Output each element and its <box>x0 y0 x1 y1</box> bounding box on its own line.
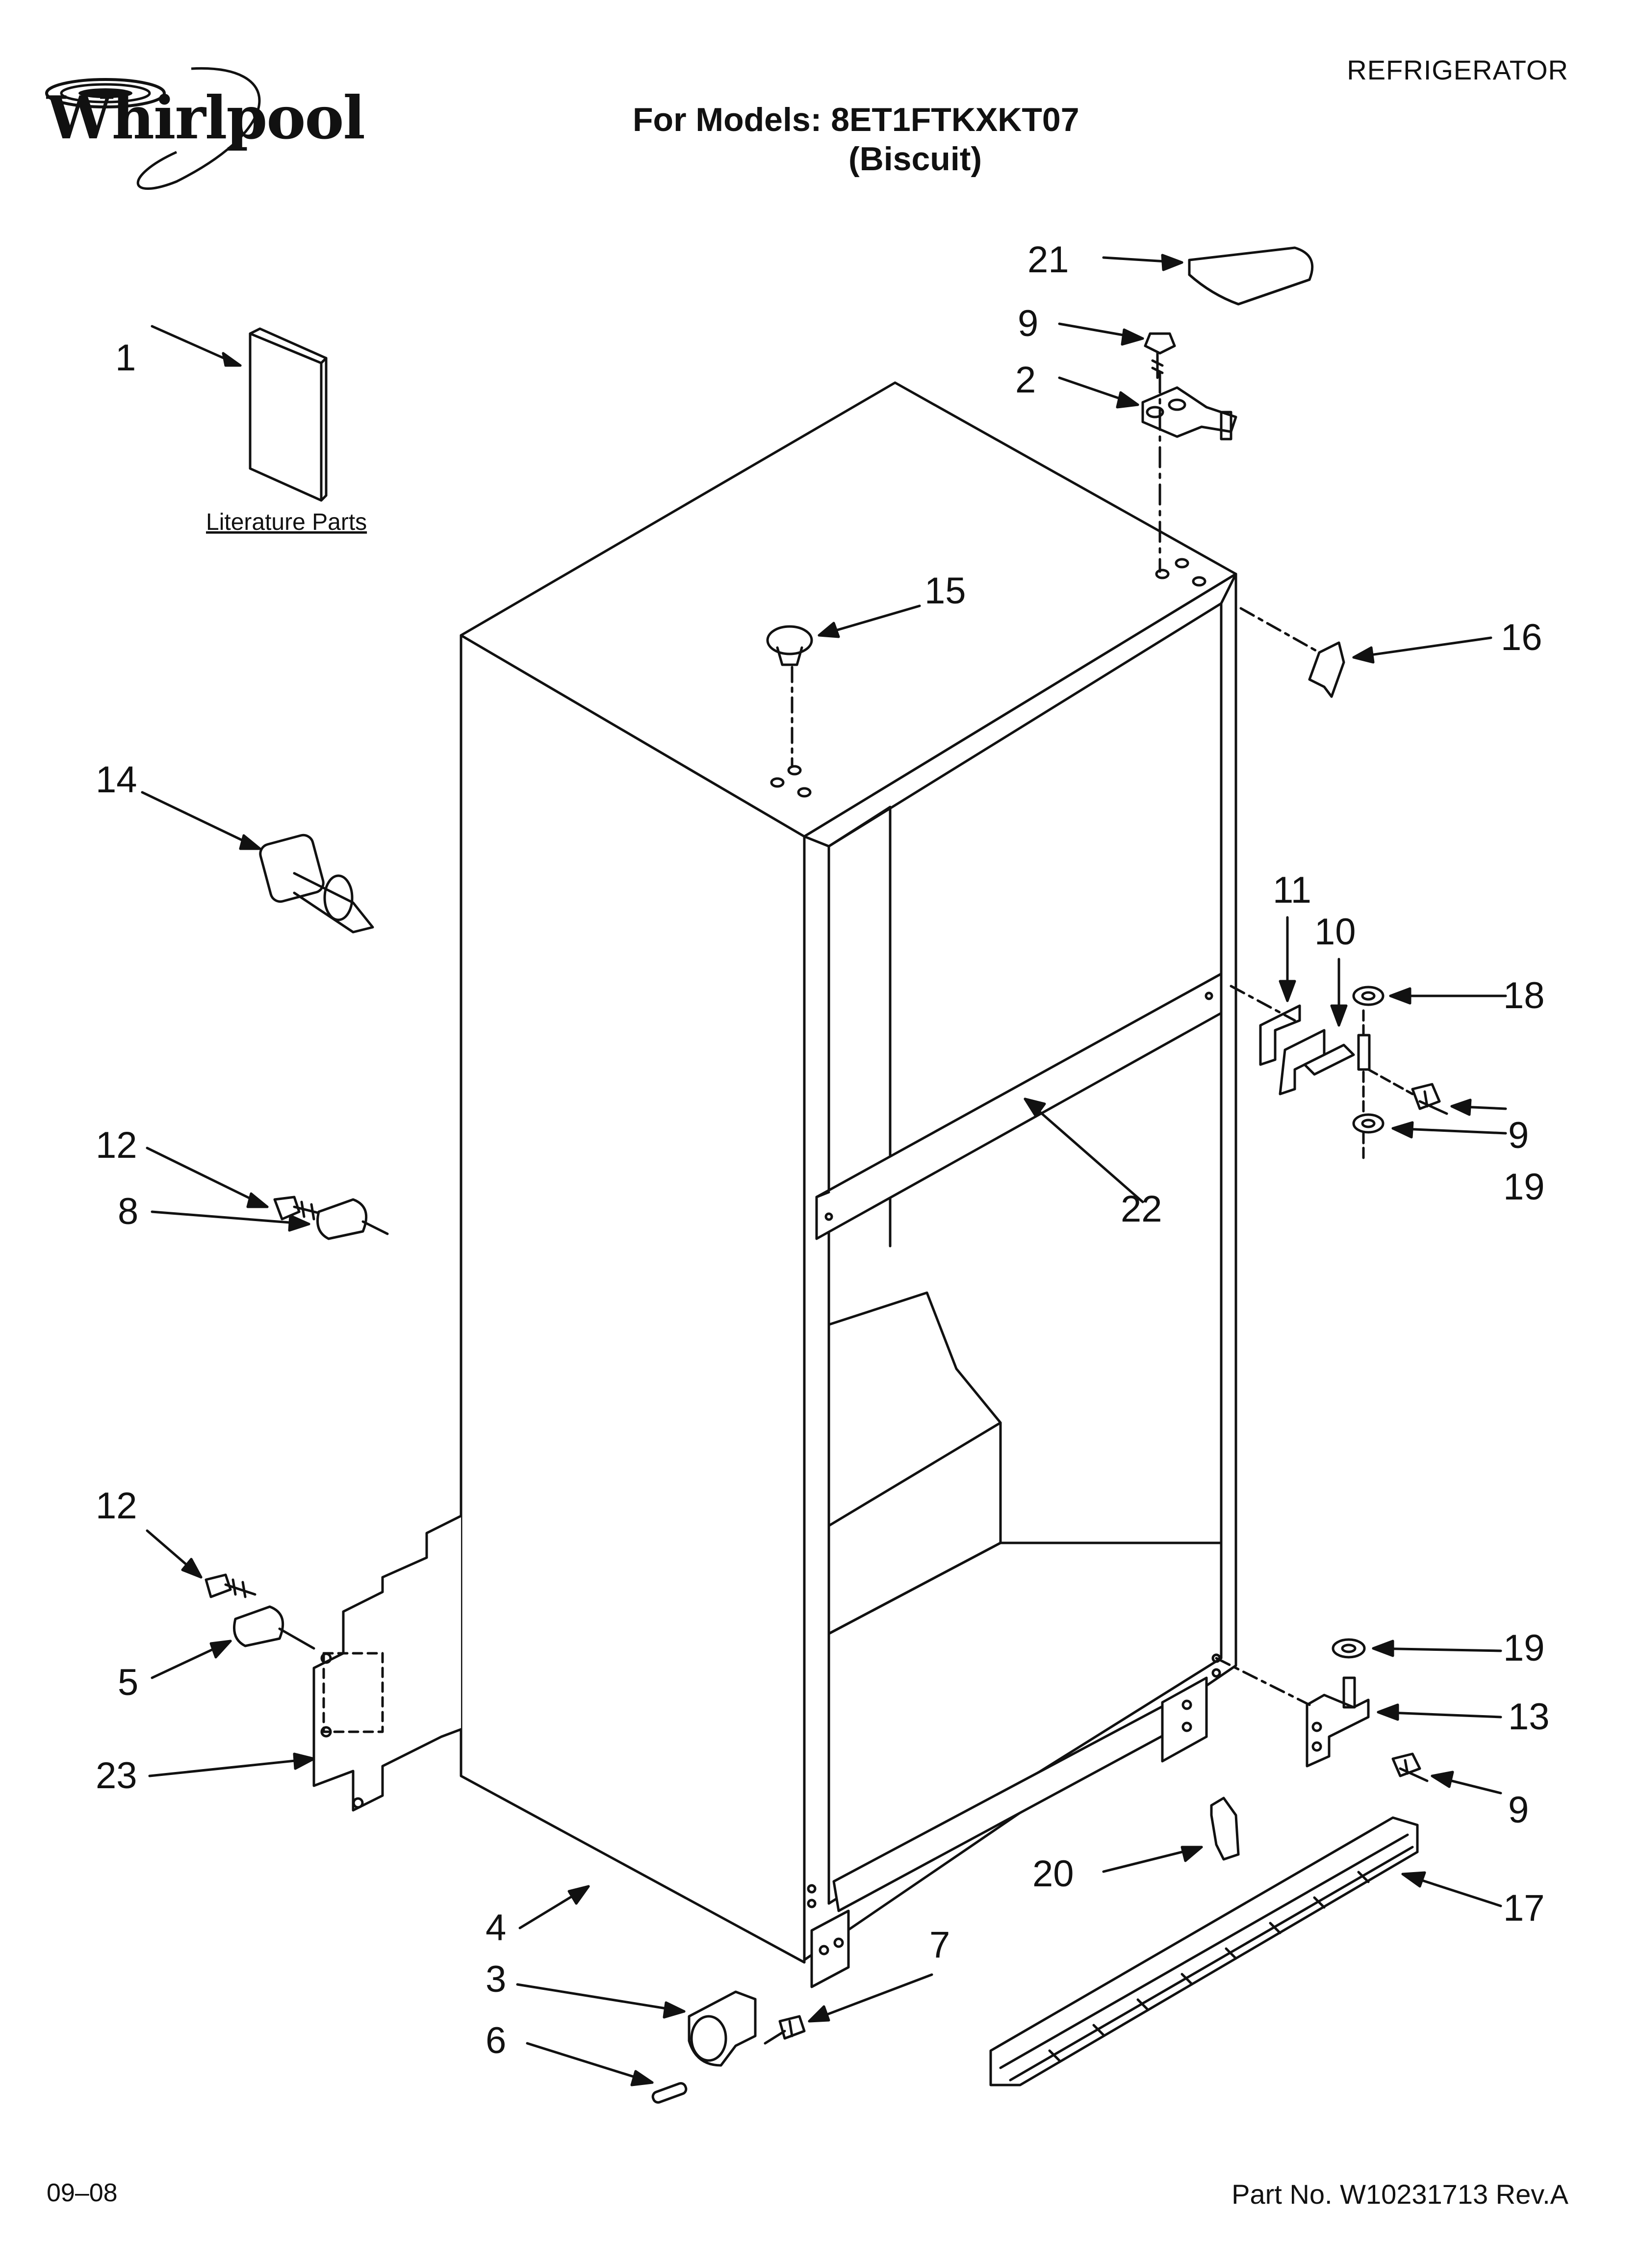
category-label: REFRIGERATOR <box>1347 54 1568 85</box>
leveling-bracket <box>688 1990 757 2067</box>
callout-18: 18 <box>1503 975 1545 1017</box>
callout-4: 4 <box>486 1907 506 1949</box>
revision-date: 09–08 <box>47 2179 118 2207</box>
callout-9-bottom: 9 <box>1508 1789 1529 1831</box>
callout-12-lower: 12 <box>96 1485 137 1527</box>
callout-9-top: 9 <box>1018 303 1038 344</box>
callout-22: 22 <box>1121 1188 1162 1230</box>
callout-20: 20 <box>1032 1853 1074 1895</box>
screw-and-clamp-upper <box>273 1196 389 1240</box>
washer-19-lower <box>1332 1638 1366 1659</box>
callout-13: 13 <box>1508 1696 1550 1738</box>
middle-hinge <box>1259 1004 1371 1095</box>
model-line: For Models: 8ET1FTKXKT07 <box>633 101 1079 138</box>
callout-23: 23 <box>96 1755 137 1797</box>
top-side-clip <box>1308 641 1345 698</box>
bottom-hinge <box>1306 1676 1370 1768</box>
whirlpool-logo-icon <box>29 54 304 204</box>
callout-15: 15 <box>924 570 966 612</box>
callout-21: 21 <box>1027 239 1069 281</box>
top-hinge <box>1141 386 1237 441</box>
callout-9-middle: 9 <box>1508 1115 1529 1156</box>
door-stop <box>259 834 374 934</box>
callout-19-lower: 19 <box>1503 1627 1545 1669</box>
leader-lines <box>141 254 1507 2086</box>
grille-clip <box>1210 1797 1240 1861</box>
rear-bracket <box>312 1514 462 1812</box>
toe-grille <box>989 1816 1419 2086</box>
callout-8: 8 <box>118 1191 138 1232</box>
brand-name: Whirlpool <box>47 83 365 153</box>
callout-10: 10 <box>1314 911 1356 953</box>
callout-5: 5 <box>118 1662 138 1703</box>
callout-6: 6 <box>486 2020 506 2061</box>
middle-hinge-screw <box>1411 1083 1448 1115</box>
callout-1: 1 <box>115 337 136 379</box>
literature-booklet <box>249 327 328 502</box>
top-plug <box>766 625 813 666</box>
color-line: (Biscuit) <box>848 140 982 178</box>
callout-16: 16 <box>1501 617 1542 658</box>
bottom-hinge-screw <box>1391 1752 1429 1782</box>
callout-17: 17 <box>1503 1887 1545 1929</box>
callout-numbers: 1 2 3 4 5 6 7 8 9 9 9 10 11 12 12 13 14 … <box>96 239 1550 2061</box>
washer-18 <box>1352 986 1385 1006</box>
roller-pin <box>651 2082 688 2104</box>
leveling-screw <box>764 2015 806 2045</box>
refrigerator-cabinet <box>460 381 1237 1988</box>
washer-19-upper <box>1352 1113 1385 1134</box>
callout-2: 2 <box>1015 359 1036 401</box>
hinge-cover-cap <box>1188 246 1314 306</box>
callout-11: 11 <box>1273 869 1311 911</box>
literature-parts-label: Literature Parts <box>206 509 367 535</box>
screw-and-clamp-lower <box>205 1573 315 1650</box>
callout-7: 7 <box>929 1924 950 1966</box>
callout-12-upper: 12 <box>96 1124 137 1166</box>
callout-14: 14 <box>96 759 137 801</box>
callout-19-upper: 19 <box>1503 1166 1545 1208</box>
top-hinge-screw <box>1144 332 1176 379</box>
part-number: Part No. W10231713 Rev.A <box>1232 2179 1568 2210</box>
callout-3: 3 <box>486 1958 506 2000</box>
